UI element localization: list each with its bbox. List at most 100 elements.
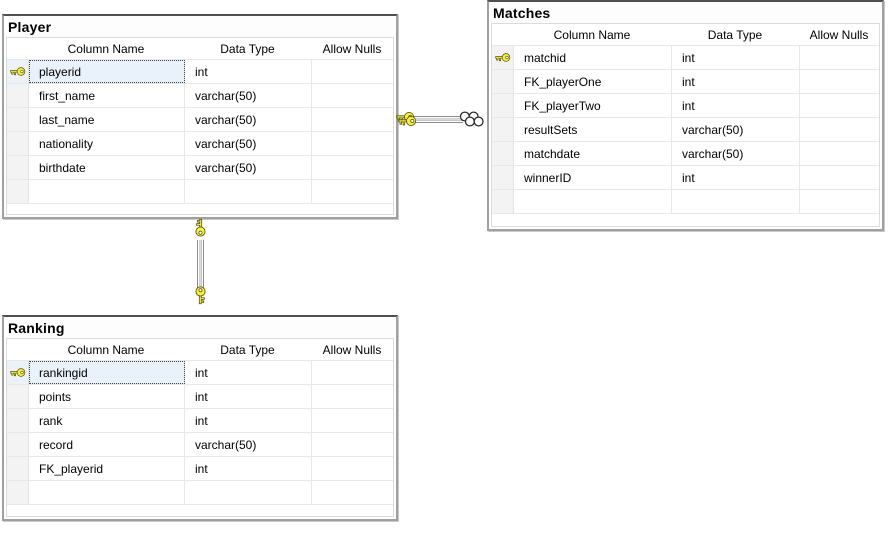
column-name-cell[interactable]: FK_playerOne [514, 70, 672, 93]
data-type-cell[interactable]: int [672, 70, 800, 93]
table-row-empty[interactable] [492, 189, 879, 213]
column-name-cell[interactable]: nationality [29, 132, 185, 155]
table-row[interactable]: matchdate varchar(50) [492, 141, 879, 165]
table-row[interactable]: record varchar(50) [7, 432, 393, 456]
table-row[interactable]: first_name varchar(50) [7, 83, 393, 107]
data-type-cell[interactable]: varchar(50) [185, 132, 312, 155]
column-name-cell[interactable]: points [29, 385, 185, 408]
allow-nulls-cell[interactable] [800, 118, 879, 141]
row-header-cell [7, 433, 29, 456]
column-name-cell[interactable]: resultSets [514, 118, 672, 141]
allow-nulls-cell[interactable] [312, 60, 393, 83]
row-header-cell [7, 481, 29, 504]
allow-nulls-cell[interactable] [312, 385, 393, 408]
relationship-line-player-ranking[interactable] [197, 240, 204, 288]
row-header-cell [7, 409, 29, 432]
table-row[interactable]: FK_playerOne int [492, 69, 879, 93]
allow-nulls-cell[interactable] [312, 180, 393, 203]
table-row[interactable]: points int [7, 384, 393, 408]
data-type-cell[interactable] [185, 180, 312, 203]
allow-nulls-cell[interactable] [800, 142, 879, 165]
header-data-type: Data Type [220, 342, 275, 357]
primary-key-cell [7, 60, 29, 83]
key-icon [194, 218, 208, 238]
row-header-cell [7, 156, 29, 179]
allow-nulls-cell[interactable] [312, 361, 393, 384]
data-type-cell[interactable]: varchar(50) [185, 156, 312, 179]
grid-header: Column Name Data Type Allow Nulls [492, 24, 879, 45]
table-window-ranking[interactable]: Ranking Column Name Data Type Allow Null… [2, 315, 398, 521]
data-type-cell[interactable]: int [185, 361, 312, 384]
table-row[interactable]: FK_playerTwo int [492, 93, 879, 117]
allow-nulls-cell[interactable] [800, 94, 879, 117]
table-row-empty[interactable] [7, 480, 393, 504]
allow-nulls-cell[interactable] [312, 457, 393, 480]
column-name-cell[interactable]: birthdate [29, 156, 185, 179]
allow-nulls-cell[interactable] [312, 108, 393, 131]
column-name-cell[interactable]: last_name [29, 108, 185, 131]
column-name-cell[interactable]: matchdate [514, 142, 672, 165]
allow-nulls-cell[interactable] [312, 132, 393, 155]
table-row-empty[interactable] [7, 179, 393, 203]
column-name-cell[interactable] [514, 190, 672, 213]
header-column-name: Column Name [67, 342, 145, 357]
allow-nulls-cell[interactable] [312, 433, 393, 456]
table-row[interactable]: rank int [7, 408, 393, 432]
data-type-cell[interactable]: int [185, 409, 312, 432]
column-name-cell[interactable]: FK_playerTwo [514, 94, 672, 117]
data-type-cell[interactable]: int [672, 46, 800, 69]
column-name-cell[interactable]: rankingid [29, 361, 185, 384]
data-type-cell[interactable] [185, 481, 312, 504]
header-data-type: Data Type [220, 41, 275, 56]
column-name-cell[interactable]: playerid [29, 60, 185, 83]
table-row[interactable]: FK_playerid int [7, 456, 393, 480]
allow-nulls-cell[interactable] [800, 190, 879, 213]
allow-nulls-cell[interactable] [800, 46, 879, 69]
column-name-cell[interactable]: matchid [514, 46, 672, 69]
data-type-cell[interactable]: varchar(50) [185, 433, 312, 456]
table-window-player[interactable]: Player Column Name Data Type Allow Nulls… [2, 14, 398, 219]
data-type-cell[interactable]: varchar(50) [185, 108, 312, 131]
data-type-cell[interactable]: varchar(50) [672, 118, 800, 141]
relationship-line-player-matches[interactable] [411, 116, 463, 123]
row-header-cell [7, 132, 29, 155]
table-row[interactable]: last_name varchar(50) [7, 107, 393, 131]
column-name-cell[interactable] [29, 481, 185, 504]
column-name-cell[interactable]: winnerID [514, 166, 672, 189]
data-type-cell[interactable]: varchar(50) [672, 142, 800, 165]
table-title-player[interactable]: Player [4, 16, 396, 37]
allow-nulls-cell[interactable] [312, 156, 393, 179]
allow-nulls-cell[interactable] [800, 70, 879, 93]
table-window-matches[interactable]: Matches Column Name Data Type Allow Null… [487, 0, 884, 231]
allow-nulls-cell[interactable] [312, 84, 393, 107]
data-type-cell[interactable]: int [185, 457, 312, 480]
column-name-cell[interactable]: record [29, 433, 185, 456]
grid-filler [7, 203, 393, 214]
data-type-cell[interactable]: varchar(50) [185, 84, 312, 107]
table-grid-player: Column Name Data Type Allow Nulls player… [6, 37, 394, 215]
column-name-cell[interactable]: rank [29, 409, 185, 432]
table-row[interactable]: birthdate varchar(50) [7, 155, 393, 179]
column-name-cell[interactable]: FK_playerid [29, 457, 185, 480]
data-type-cell[interactable]: int [185, 385, 312, 408]
row-header-cell [7, 457, 29, 480]
table-row[interactable]: playerid int [7, 59, 393, 83]
table-row[interactable]: rankingid int [7, 360, 393, 384]
key-icon [9, 368, 25, 377]
table-row[interactable]: resultSets varchar(50) [492, 117, 879, 141]
table-row[interactable]: nationality varchar(50) [7, 131, 393, 155]
allow-nulls-cell[interactable] [800, 166, 879, 189]
row-header-cell [492, 70, 514, 93]
allow-nulls-cell[interactable] [312, 481, 393, 504]
data-type-cell[interactable]: int [185, 60, 312, 83]
column-name-cell[interactable] [29, 180, 185, 203]
column-name-cell[interactable]: first_name [29, 84, 185, 107]
allow-nulls-cell[interactable] [312, 409, 393, 432]
data-type-cell[interactable]: int [672, 166, 800, 189]
table-row[interactable]: matchid int [492, 45, 879, 69]
data-type-cell[interactable]: int [672, 94, 800, 117]
table-title-matches[interactable]: Matches [489, 2, 882, 23]
data-type-cell[interactable] [672, 190, 800, 213]
table-row[interactable]: winnerID int [492, 165, 879, 189]
table-title-ranking[interactable]: Ranking [4, 317, 396, 338]
